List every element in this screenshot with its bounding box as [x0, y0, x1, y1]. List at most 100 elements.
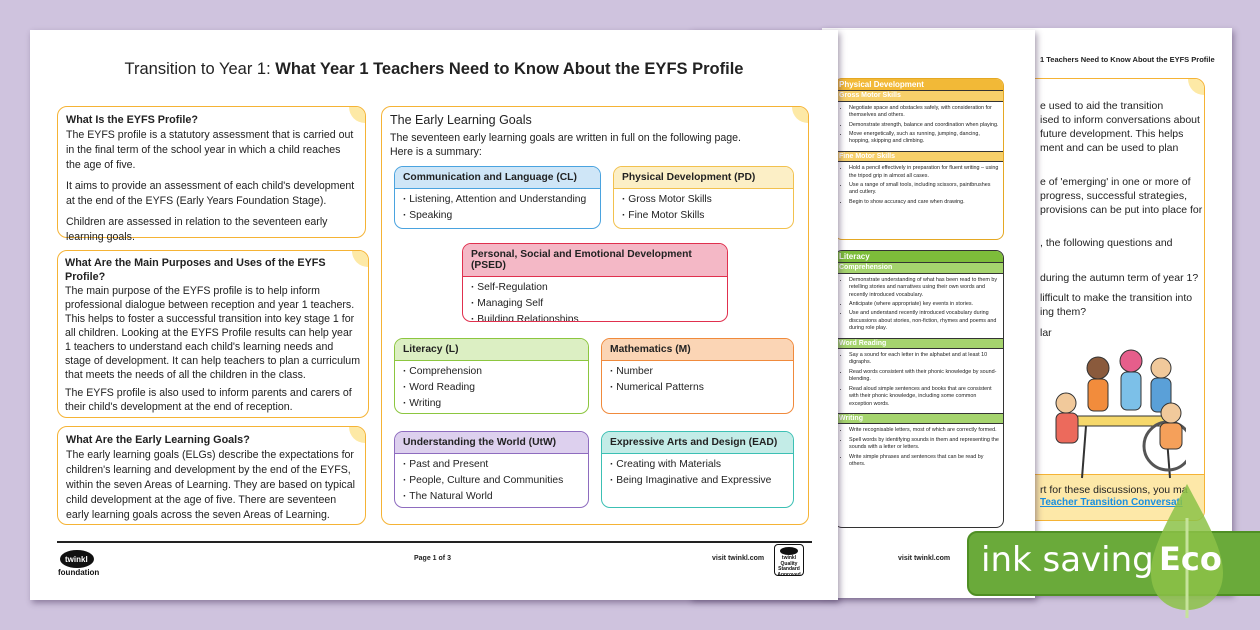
- area-item: Creating with Materials: [610, 457, 785, 473]
- area-psed: Personal, Social and Emotional Developme…: [462, 243, 728, 322]
- area-item: The Natural World: [403, 489, 580, 505]
- area-item: Numerical Patterns: [610, 380, 785, 396]
- page-title: Transition to Year 1: What Year 1 Teache…: [30, 60, 838, 79]
- text-line: progress, successful strategies,: [1040, 190, 1188, 202]
- area-title: Expressive Arts and Design (EAD): [602, 432, 793, 454]
- box-paragraph: The EYFS profile is a statutory assessme…: [66, 129, 354, 171]
- area-cl: Communication and Language (CL) Listenin…: [394, 166, 601, 229]
- text-line: lifficult to make the transition into: [1040, 292, 1193, 304]
- box-heading: What Are the Early Learning Goals?: [66, 434, 250, 446]
- svg-text:foundation: foundation: [58, 568, 99, 577]
- area-item: Being Imaginative and Expressive: [610, 473, 785, 489]
- leaf-icon: [1151, 484, 1223, 618]
- goal-item: Hold a pencil effectively in preparation…: [849, 165, 999, 180]
- area-title: Physical Development (PD): [614, 167, 793, 189]
- area-literacy: Literacy (L) ComprehensionWord ReadingWr…: [394, 338, 589, 414]
- footer-site: visit twinkl.com: [712, 555, 765, 562]
- goal-item: Spell words by identifying sounds in the…: [849, 437, 999, 452]
- box-heading: What Are the Main Purposes and Uses of t…: [65, 257, 326, 283]
- word-reading-heading: Word Reading: [835, 337, 1003, 350]
- literacy-title: Literacy: [835, 251, 1003, 263]
- page-2-footer: visit twinkl.com: [898, 555, 951, 562]
- twinkl-foundation-logo: twinkl foundation: [58, 550, 99, 577]
- comprehension-heading: Comprehension: [835, 262, 1003, 274]
- area-item: Managing Self: [471, 296, 719, 312]
- area-item: Building Relationships: [471, 312, 719, 321]
- svg-text:twinkl: twinkl: [65, 555, 88, 564]
- area-item: Listening, Attention and Understanding: [403, 192, 592, 208]
- goal-item: Demonstrate understanding of what has be…: [849, 277, 999, 299]
- area-ead: Expressive Arts and Design (EAD) Creatin…: [601, 431, 794, 508]
- goal-item: Read aloud simple sentences and books th…: [849, 386, 999, 408]
- area-item: People, Culture and Communities: [403, 473, 580, 489]
- info-box-elgs: What Are the Early Learning Goals? The e…: [57, 426, 366, 525]
- box-paragraph: Children are assessed in relation to the…: [66, 216, 328, 243]
- area-item: Number: [610, 364, 785, 380]
- box-paragraph: The early learning goals (ELGs) describe…: [66, 449, 355, 521]
- quality-badge-icon: twinkl Quality Standard Approved: [774, 544, 804, 576]
- goal-item: Use a range of small tools, including sc…: [849, 182, 999, 197]
- physical-development-title: Physical Development: [835, 79, 1003, 91]
- goal-item: Move energetically, such as running, jum…: [849, 131, 999, 146]
- quality-badge-text: twinkl Quality Standard Approved: [777, 555, 801, 576]
- area-title: Literacy (L): [395, 339, 588, 361]
- area-item: Word Reading: [403, 380, 580, 396]
- goal-item: Write simple phrases and sentences that …: [849, 454, 999, 469]
- info-box-eyfs-profile: What Is the EYFS Profile? The EYFS profi…: [57, 106, 366, 243]
- title-prefix: Transition to Year 1:: [124, 60, 276, 78]
- goal-item: Say a sound for each letter in the alpha…: [849, 352, 999, 367]
- eco-label: Eco: [1159, 540, 1222, 578]
- area-item: Gross Motor Skills: [622, 192, 785, 208]
- box-paragraph: It aims to provide an assessment of each…: [66, 180, 355, 207]
- goal-item: Begin to show accuracy and care when dra…: [849, 199, 999, 206]
- ink-saving-label: ink saving: [981, 540, 1154, 580]
- page-number: Page 1 of 3: [414, 555, 451, 562]
- elg-intro: The seventeen early learning goals are w…: [390, 132, 741, 158]
- box-paragraph: The main purpose of the EYFS profile is …: [65, 285, 361, 381]
- text-line: e of 'emerging' in one or more of: [1040, 176, 1191, 188]
- goal-item: Negotiate space and obstacles safely, wi…: [849, 105, 999, 120]
- literacy-panel: Literacy Comprehension Demonstrate under…: [834, 250, 1004, 528]
- area-title: Understanding the World (UtW): [395, 432, 588, 454]
- title-main: What Year 1 Teachers Need to Know About …: [275, 60, 744, 78]
- early-learning-goals-box: The Early Learning Goals The seventeen e…: [381, 106, 809, 525]
- area-item: Fine Motor Skills: [622, 208, 785, 224]
- area-pd: Physical Development (PD) Gross Motor Sk…: [613, 166, 794, 229]
- area-maths: Mathematics (M) NumberNumerical Patterns: [601, 338, 794, 414]
- goal-item: Anticipate (where appropriate) key event…: [849, 301, 999, 308]
- text-line: ing them?: [1040, 306, 1087, 318]
- support-panel: [1003, 474, 1204, 520]
- text-line: e used to aid the transition: [1040, 100, 1164, 112]
- area-utw: Understanding the World (UtW) Past and P…: [394, 431, 589, 508]
- text-line: ment and can be used to plan: [1040, 142, 1179, 154]
- area-item: Past and Present: [403, 457, 580, 473]
- gross-motor-heading: Gross Motor Skills: [835, 90, 1003, 102]
- box-heading: What Is the EYFS Profile?: [66, 114, 198, 126]
- page-3-header: 1 Teachers Need to Know About the EYFS P…: [1040, 55, 1215, 64]
- text-line: provisions can be put into place for: [1040, 204, 1203, 216]
- writing-heading: Writing: [835, 412, 1003, 425]
- text-line: , the following questions and: [1040, 237, 1173, 249]
- text-line: during the autumn term of year 1?: [1040, 272, 1199, 284]
- goal-item: Write recognisable letters, most of whic…: [849, 427, 999, 434]
- children-illustration: [1055, 349, 1186, 479]
- text-line: lar: [1040, 327, 1052, 339]
- goal-item: Use and understand recently introduced v…: [849, 310, 999, 332]
- goal-item: Read words consistent with their phonic …: [849, 369, 999, 384]
- teacher-transition-link[interactable]: Teacher Transition Conversati: [1040, 497, 1183, 508]
- area-title: Mathematics (M): [602, 339, 793, 361]
- area-item: Speaking: [403, 208, 592, 224]
- box-paragraph: The EYFS profile is also used to inform …: [65, 387, 352, 413]
- fine-motor-heading: Fine Motor Skills: [835, 150, 1003, 163]
- area-item: Writing: [403, 396, 580, 412]
- area-title: Communication and Language (CL): [395, 167, 600, 189]
- physical-development-panel: Physical Development Gross Motor Skills …: [834, 78, 1004, 240]
- support-text: rt for these discussions, you ma: [1040, 484, 1188, 496]
- area-item: Self-Regulation: [471, 280, 719, 296]
- text-line: future development. This helps: [1040, 128, 1184, 140]
- text-line: ised to inform conversations about: [1040, 114, 1200, 126]
- corner-decoration: [1188, 79, 1204, 95]
- area-item: Comprehension: [403, 364, 580, 380]
- goal-item: Demonstrate strength, balance and coordi…: [849, 122, 999, 129]
- footer-divider: [57, 541, 812, 543]
